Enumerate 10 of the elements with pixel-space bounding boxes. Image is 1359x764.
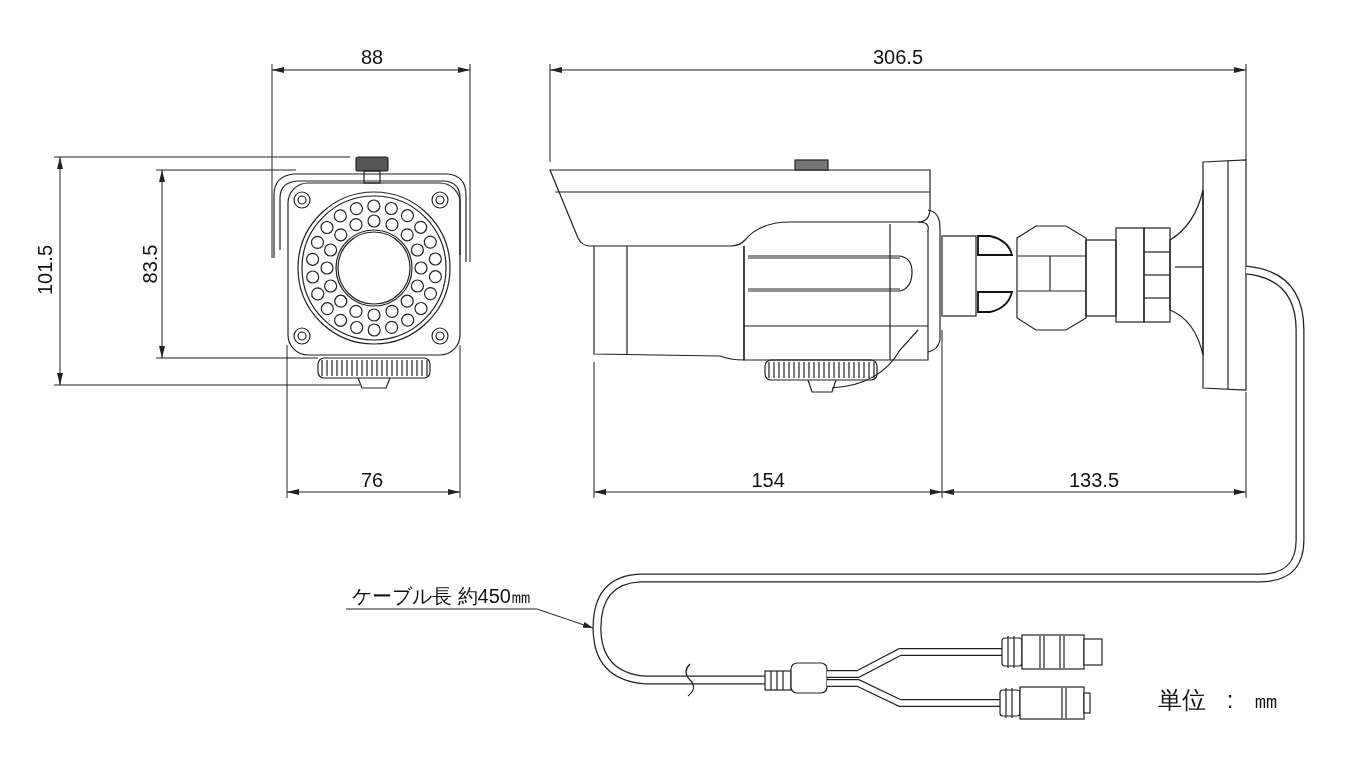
- dimension-label: 154: [751, 469, 785, 491]
- dimension-label: 76: [361, 469, 384, 491]
- leader-line: [345, 608, 594, 629]
- dimension-label: 88: [361, 46, 384, 68]
- dimension-label: 101.5: [34, 244, 57, 296]
- cable-length-note: ケーブル長 約450㎜: [352, 585, 531, 607]
- dimension-label: 133.5: [1069, 469, 1120, 491]
- dimension-label: 306.5: [873, 46, 924, 68]
- unit-note: 単位 : ㎜: [1158, 686, 1278, 714]
- dimension-label: 83.5: [138, 244, 161, 284]
